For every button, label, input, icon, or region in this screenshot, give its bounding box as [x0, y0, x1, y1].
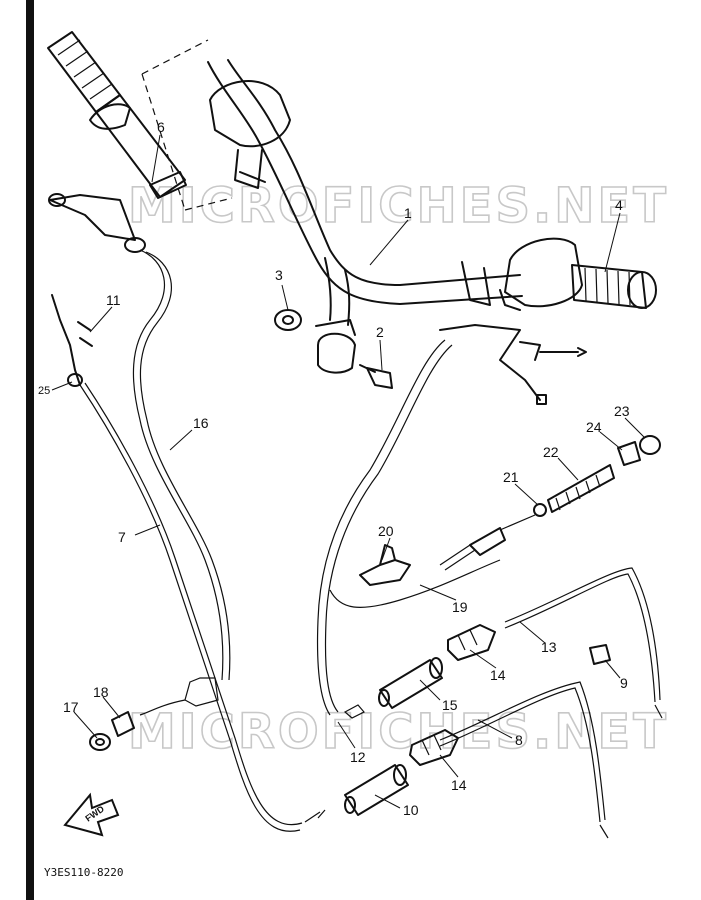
cables [79, 249, 661, 832]
callout-labels: 1 2 3 4 6 7 8 9 10 11 12 13 14 14 15 16 … [38, 119, 630, 818]
watermark-bottom: MICROFICHES.NET [128, 704, 669, 760]
cable-holder [359, 544, 411, 586]
callout-11: 11 [106, 292, 121, 308]
callout-7: 7 [118, 529, 126, 545]
callout-23: 23 [614, 403, 630, 419]
diagram-code: Y3ES110-8220 [44, 866, 123, 879]
callout-14-lower: 14 [451, 777, 467, 793]
adjuster-parts [439, 435, 661, 571]
callout-24: 24 [586, 419, 602, 435]
callout-21: 21 [503, 469, 519, 485]
callout-8: 8 [515, 732, 523, 748]
small-parts [89, 644, 611, 751]
sleeves [344, 657, 443, 816]
callout-15: 15 [442, 697, 458, 713]
leader-lines [51, 134, 646, 809]
callout-2: 2 [376, 324, 384, 340]
cable-ends [48, 193, 663, 839]
callout-6: 6 [157, 119, 165, 135]
left-grip [47, 31, 187, 199]
callout-3: 3 [275, 267, 283, 283]
callout-9: 9 [620, 675, 628, 691]
right-switch [461, 237, 583, 311]
cable-brackets [409, 624, 496, 766]
callout-19: 19 [452, 599, 468, 615]
callout-17: 17 [63, 699, 79, 715]
callout-12: 12 [350, 749, 366, 765]
fwd-arrow: FWD [63, 792, 120, 837]
right-grip [571, 264, 657, 309]
callout-25: 25 [38, 385, 50, 397]
callout-13: 13 [541, 639, 557, 655]
callout-22: 22 [543, 444, 559, 460]
handlebar [207, 59, 523, 326]
callout-20: 20 [378, 523, 394, 539]
callout-18: 18 [93, 684, 109, 700]
callout-14-upper: 14 [490, 667, 506, 683]
callout-1: 1 [404, 205, 412, 221]
holder-and-bolts [274, 309, 393, 389]
margin-bar [26, 0, 34, 900]
callout-16: 16 [193, 415, 209, 431]
left-switch [209, 80, 291, 189]
callout-4: 4 [615, 197, 623, 213]
callout-10: 10 [403, 802, 419, 818]
watermark-top: MICROFICHES.NET [128, 178, 669, 234]
